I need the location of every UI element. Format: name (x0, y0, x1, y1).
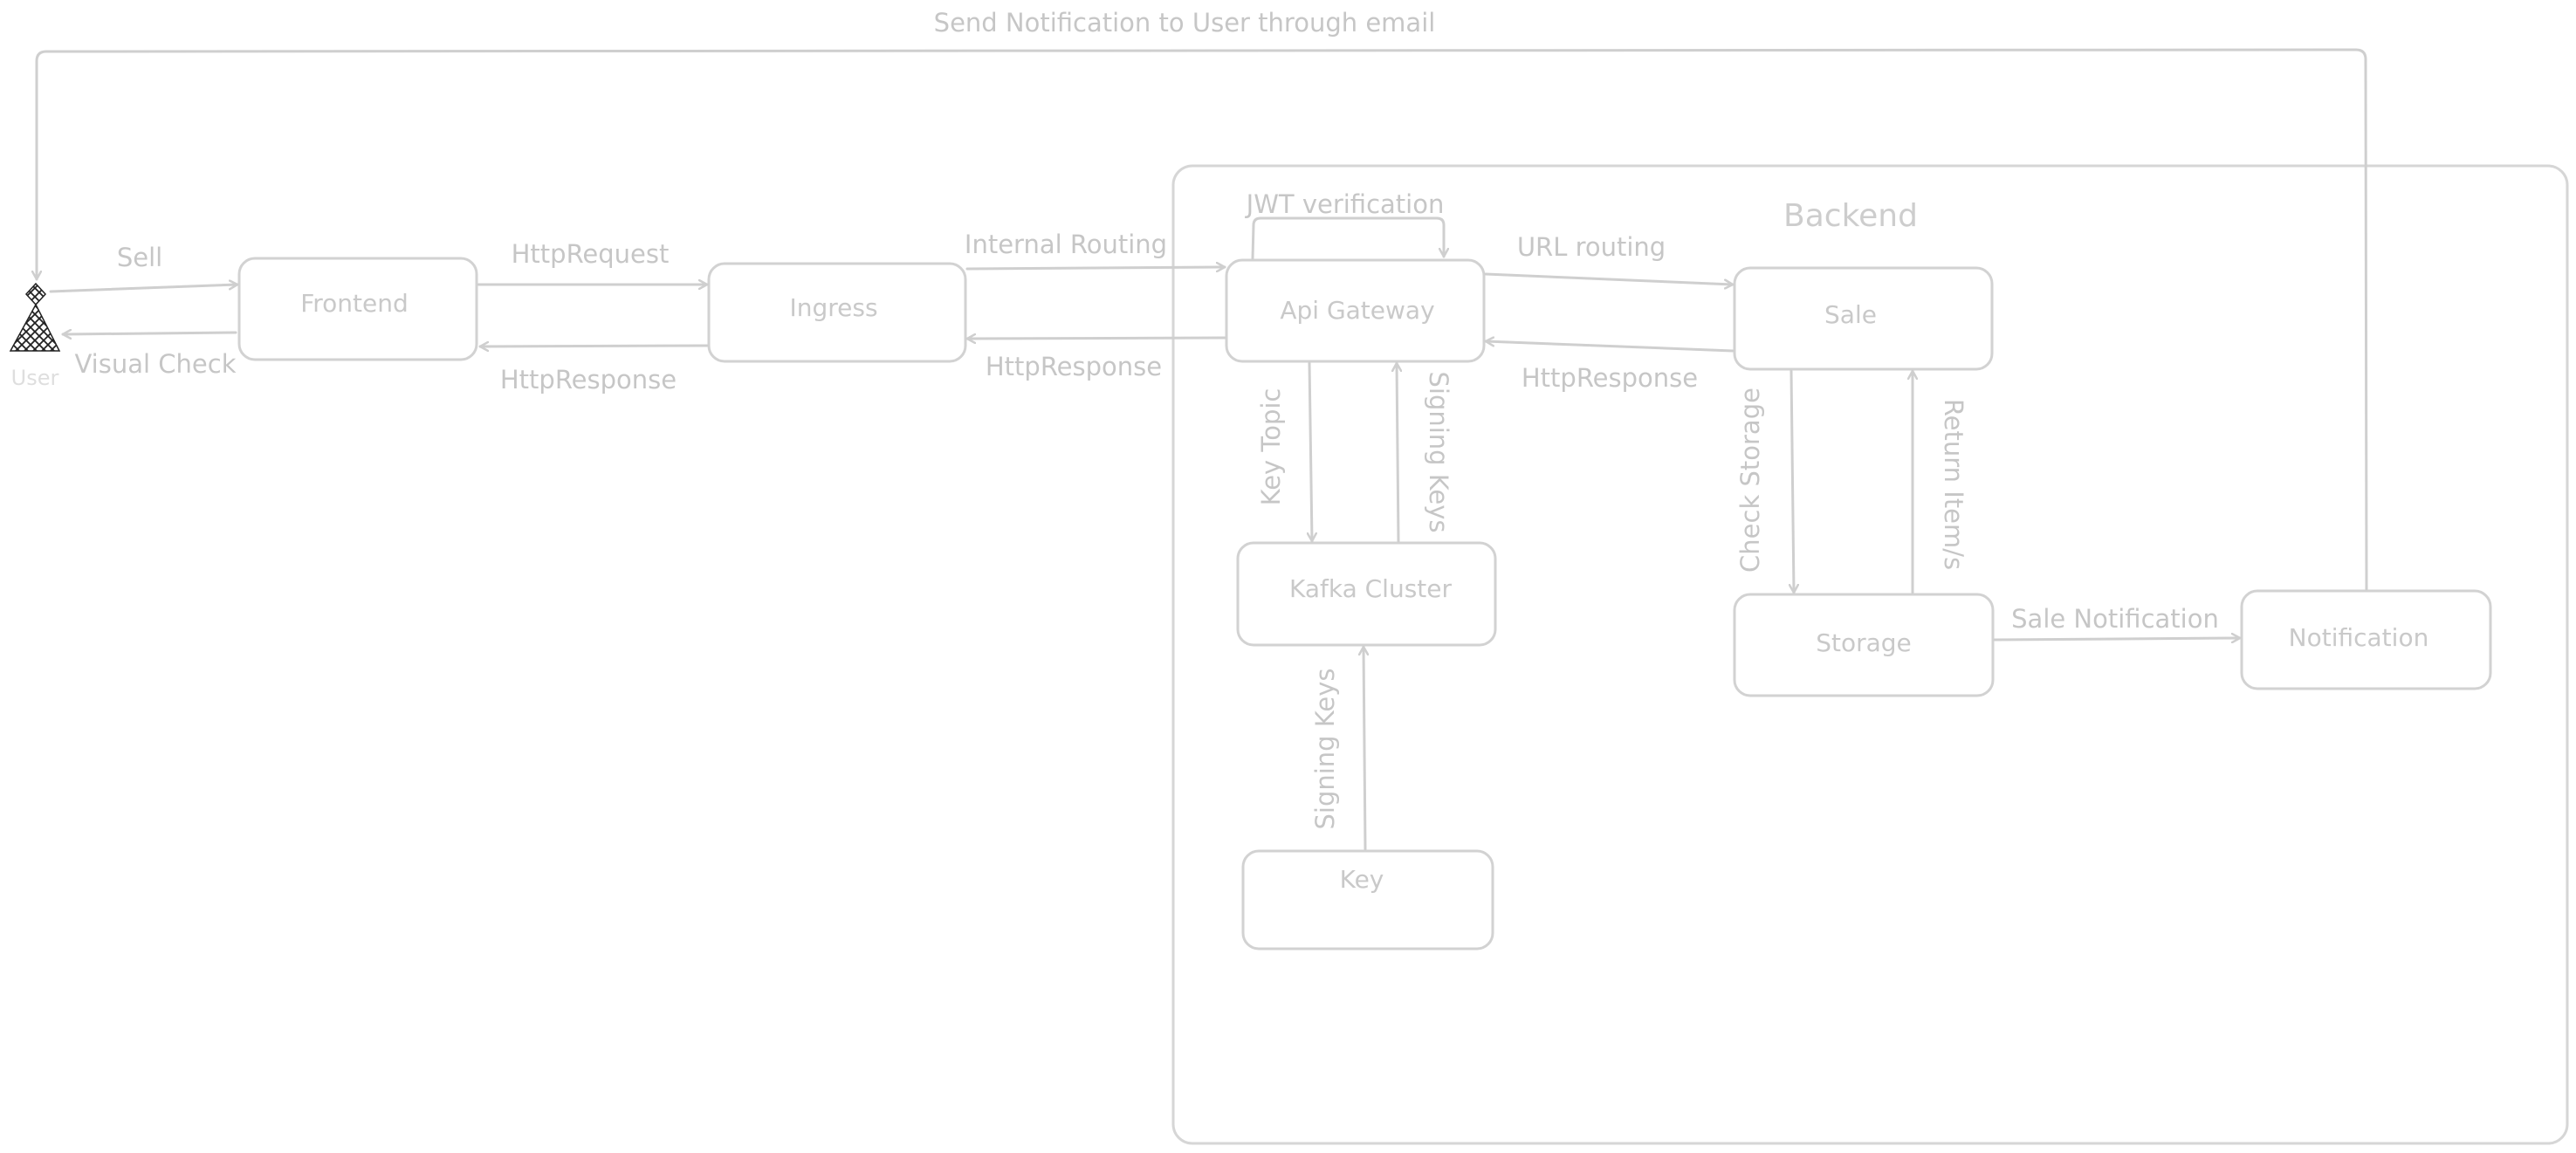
edge-label-http-response-ingress: HttpResponse (500, 365, 677, 395)
edge-label-key-topic: Key Topic (1256, 388, 1286, 506)
edge-http-response-sale: HttpResponse (1484, 341, 1735, 393)
edge-label-sell: Sell (117, 243, 162, 272)
edge-http-response-ingress: HttpResponse (478, 346, 709, 395)
edge-signing-keys-kafka: Signing Keys (1310, 645, 1365, 851)
key-label: Key (1340, 865, 1384, 894)
edge-label-check-storage: Check Storage (1735, 388, 1765, 573)
edge-sale-notification: Sale Notification (1993, 604, 2242, 640)
edge-sell: Sell (49, 243, 239, 293)
edge-label-http-request: HttpRequest (512, 239, 670, 269)
ingress-node[interactable]: Ingress (707, 262, 967, 363)
edge-visual-check: Visual Check (61, 333, 237, 379)
edge-send-notification: Send Notification to User through email (37, 8, 2368, 591)
edge-key-topic: Key Topic (1256, 361, 1312, 543)
backend-frame (1171, 164, 2569, 1145)
edge-label-send-notification: Send Notification to User through email (934, 8, 1436, 38)
edge-signing-keys-gateway: Signing Keys (1397, 361, 1453, 543)
api-gateway-label: Api Gateway (1280, 296, 1434, 325)
sale-node[interactable]: Sale (1733, 266, 1994, 371)
api-gateway-node[interactable]: Api Gateway (1225, 258, 1486, 363)
edge-return-items: Return Item/s (1913, 369, 1968, 594)
storage-label: Storage (1816, 628, 1912, 657)
ingress-label: Ingress (789, 293, 877, 322)
kafka-cluster-label: Kafka Cluster (1289, 574, 1453, 603)
frontend-label: Frontend (300, 289, 409, 318)
edge-check-storage: Check Storage (1735, 369, 1794, 594)
edge-label-sale-notification: Sale Notification (2011, 604, 2219, 634)
frontend-node[interactable]: Frontend (237, 257, 478, 361)
kafka-cluster-node[interactable]: Kafka Cluster (1236, 541, 1497, 647)
edge-label-http-response-sale: HttpResponse (1522, 363, 1698, 393)
edge-label-jwt-verification: JWT verification (1245, 189, 1445, 219)
notification-label: Notification (2289, 623, 2429, 652)
key-node[interactable]: Key (1241, 849, 1494, 951)
edge-label-url-routing: URL routing (1517, 232, 1666, 262)
edge-label-http-response-gateway: HttpResponse (986, 352, 1162, 381)
edge-label-signing-keys-kafka: Signing Keys (1310, 668, 1340, 829)
edge-label-visual-check: Visual Check (74, 349, 236, 379)
edge-label-internal-routing: Internal Routing (965, 230, 1167, 259)
user-icon (9, 282, 61, 352)
storage-node[interactable]: Storage (1733, 593, 1995, 697)
edge-internal-routing: Internal Routing (965, 230, 1226, 269)
user-actor[interactable]: User (9, 282, 61, 390)
edge-label-signing-keys-gateway: Signing Keys (1424, 371, 1453, 532)
edge-url-routing: URL routing (1484, 232, 1735, 285)
edge-label-return-items: Return Item/s (1939, 399, 1968, 570)
edge-jwt-verification: JWT verification (1245, 189, 1445, 260)
edge-http-request: HttpRequest (477, 239, 709, 285)
sale-label: Sale (1824, 300, 1877, 329)
notification-node[interactable]: Notification (2240, 589, 2492, 690)
backend-title: Backend (1783, 198, 1918, 234)
user-label: User (11, 366, 59, 390)
edge-http-response-gateway: HttpResponse (965, 338, 1226, 381)
